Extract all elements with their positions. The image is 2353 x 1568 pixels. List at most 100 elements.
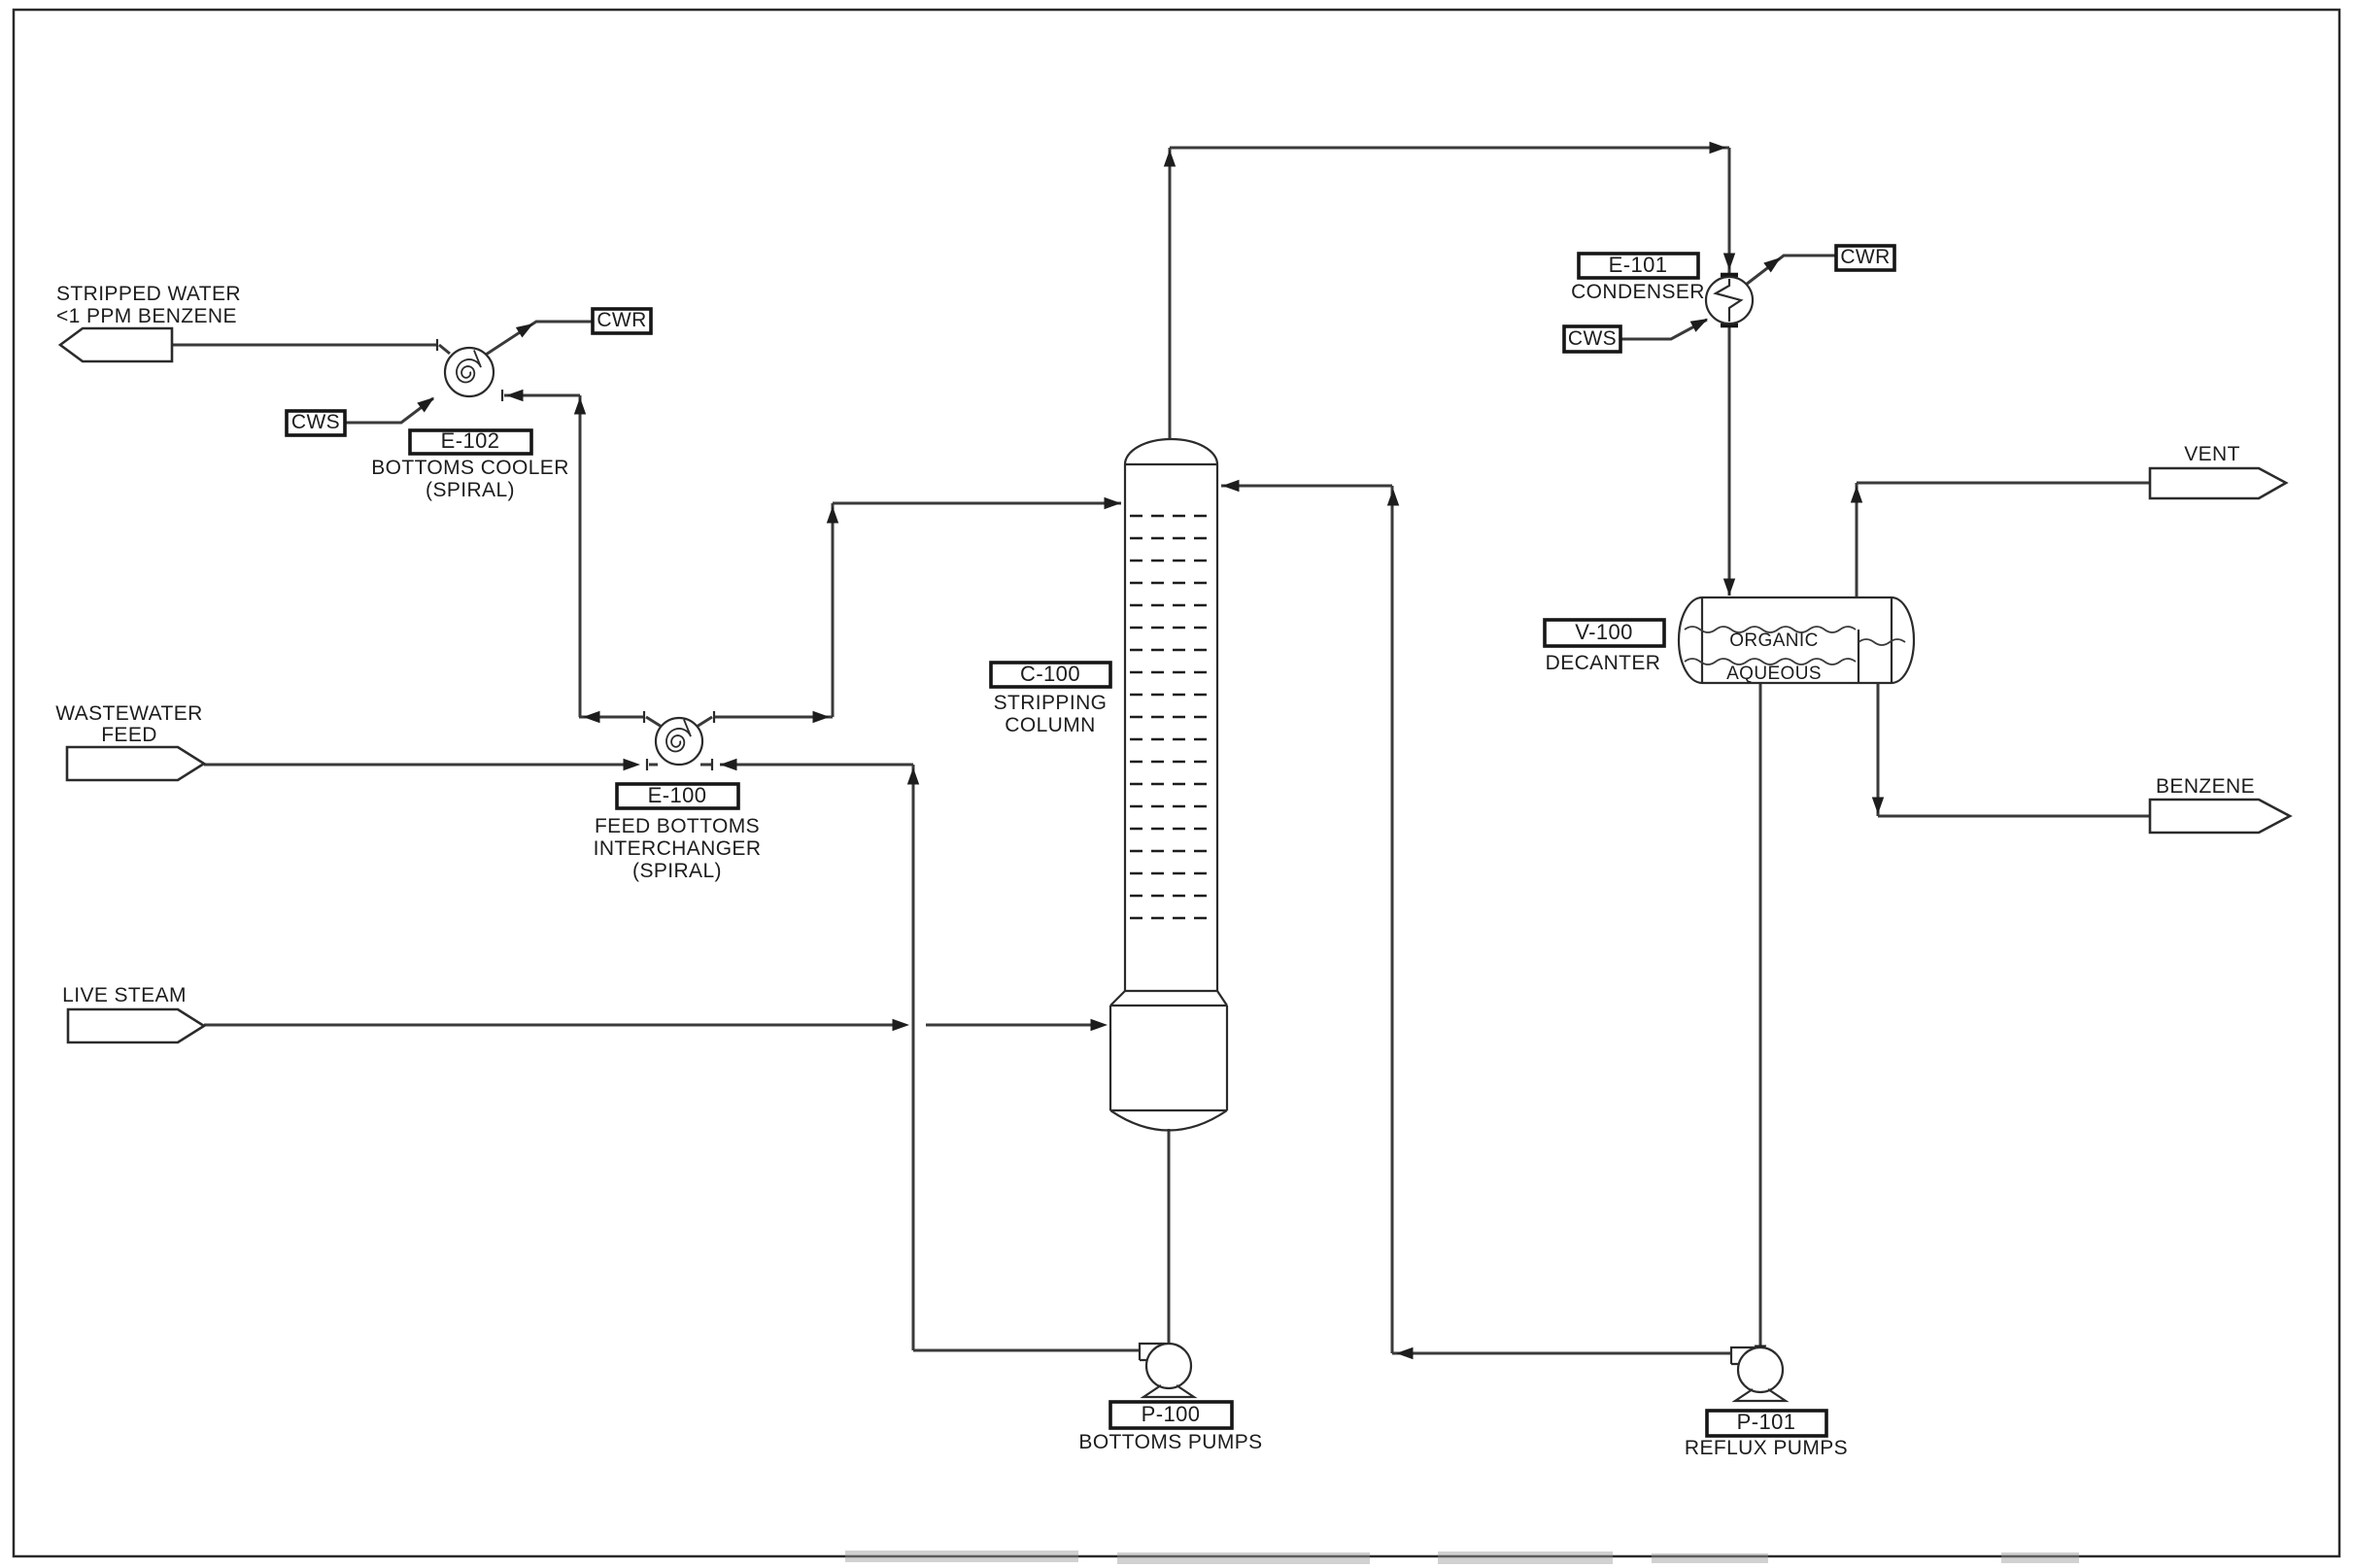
e102-cwr-box: [591, 307, 653, 335]
connection-ticks: [435, 272, 1738, 770]
arrowhead-icon: [1386, 489, 1400, 506]
arrowhead-icon: [583, 710, 600, 724]
spiral-exchanger-icon: [443, 346, 495, 398]
benzene-product-line: [1876, 683, 2150, 818]
organic-interface-line: [1684, 626, 1857, 633]
c100-name-2: COLUMN: [1005, 714, 1095, 736]
v100-tag: V-100: [1575, 620, 1633, 644]
wastewater-label-1: WASTEWATER: [55, 702, 202, 725]
pump-base: [1731, 1388, 1790, 1403]
live-steam-pointer: [66, 1007, 207, 1044]
arrowhead-icon: [1396, 1346, 1414, 1360]
aqueous-interface-line: [1684, 658, 1857, 665]
p100-bottoms-pumps: P-100 BOTTOMS PUMPS: [1078, 1342, 1262, 1453]
arrowhead-icon: [1871, 797, 1885, 814]
arrowhead-icon: [1090, 1018, 1108, 1032]
process-lines: [172, 146, 2150, 1360]
arrowhead-icon: [1709, 141, 1726, 154]
arrowhead-icon: [826, 506, 839, 524]
arrowhead-icon: [1722, 578, 1736, 596]
arrowhead-icon: [515, 318, 537, 338]
column-sump-dish: [1109, 1109, 1228, 1132]
e102-tag-box: [408, 428, 533, 456]
p101-name-1: REFLUX PUMPS: [1685, 1437, 1848, 1459]
e101-cws-box: [1562, 324, 1622, 354]
heated-feed-line: [696, 501, 1121, 729]
centrifugal-pump-icon: [1144, 1342, 1193, 1390]
arrowhead-icon: [1104, 496, 1121, 510]
benzene-pointer: [2148, 798, 2293, 835]
e101-tag: E-101: [1609, 253, 1668, 277]
wastewater-feed-pointer: [65, 745, 207, 782]
c100-stripping-column: C-100 STRIPPING COLUMN: [989, 437, 1229, 1132]
e100-name-2: INTERCHANGER: [594, 837, 762, 860]
reflux-line: [1221, 484, 1731, 1355]
arrowhead-icon: [623, 758, 640, 771]
arrowhead-icon: [812, 710, 830, 724]
p100-tag: P-100: [1142, 1402, 1201, 1426]
p100-tag-box: [1108, 1400, 1234, 1430]
e101-tag-box: [1577, 252, 1700, 280]
column-trays: [1130, 514, 1212, 920]
vent-line: [1855, 481, 2150, 597]
overflow-level-line: [1858, 638, 1906, 646]
scan-artifacts: [845, 1551, 2079, 1564]
v100-decanter: ORGANIC AQUEOUS V-100 DECANTER: [1543, 596, 1916, 685]
vent-pointer: [2148, 466, 2289, 500]
wastewater-label-2: FEED: [101, 724, 157, 746]
p101-tag-box: [1705, 1409, 1828, 1438]
e100-name-3: (SPIRAL): [632, 860, 722, 882]
e102-name-2: (SPIRAL): [426, 479, 515, 501]
e100-interchanger: E-100 FEED BOTTOMS INTERCHANGER (SPIRAL): [594, 716, 762, 882]
p100-name-1: BOTTOMS PUMPS: [1078, 1431, 1262, 1453]
stripped-water-line: [172, 343, 451, 356]
e101-name-1: CONDENSER: [1571, 281, 1705, 303]
column-dome: [1123, 437, 1219, 465]
v100-tag-box: [1543, 618, 1666, 648]
overhead-vapor-line: [1168, 146, 1731, 596]
p101-tag: P-101: [1737, 1410, 1796, 1434]
decanter-bottom-layer-label: AQUEOUS: [1726, 664, 1822, 684]
e101-cwr-line: [1745, 254, 1836, 287]
e101-cws-label: CWS: [1568, 327, 1617, 350]
e101-cwr-label: CWR: [1840, 246, 1890, 268]
centrifugal-pump-icon: [1736, 1346, 1785, 1394]
c100-name-1: STRIPPING: [994, 692, 1108, 714]
e102-cwr-label: CWR: [597, 309, 646, 331]
condenser-zigzag-icon: [1713, 279, 1744, 322]
e100-tag: E-100: [648, 783, 707, 807]
spiral-exchanger-icon: [654, 716, 704, 767]
pump-base: [1140, 1384, 1198, 1399]
live-steam-label: LIVE STEAM: [62, 984, 187, 1006]
c100-tag: C-100: [1020, 662, 1080, 686]
arrowhead-icon: [506, 389, 524, 402]
stripped-water-label-2: <1 PPM BENZENE: [56, 305, 237, 327]
bottoms-pump-discharge-line: [700, 763, 1140, 1352]
e102-cws-box: [285, 409, 347, 437]
e101-cwr-box: [1834, 244, 1896, 272]
page-border: [12, 8, 2341, 1558]
e100-name-1: FEED BOTTOMS: [595, 815, 760, 837]
arrowhead-icon: [892, 1018, 909, 1032]
c100-tag-box: [989, 661, 1112, 689]
stripped-water-label-1: STRIPPED WATER: [56, 283, 241, 305]
arrowhead-icon: [906, 767, 920, 785]
e100-tag-box: [615, 782, 740, 810]
v100-name-1: DECANTER: [1546, 652, 1661, 674]
p101-reflux-pumps: P-101 REFLUX PUMPS: [1685, 1346, 1848, 1459]
vent-label: VENT: [2184, 443, 2240, 465]
arrowhead-icon: [1722, 253, 1736, 270]
arrowhead-icon: [1222, 479, 1240, 493]
arrowhead-icon: [573, 397, 587, 415]
condenser-exchanger-icon: [1704, 275, 1755, 325]
arrowhead-icon: [1163, 150, 1176, 167]
e102-bottoms-cooler: CWS CWR E-102 BOTTOMS COOLER (SPIRAL): [285, 307, 653, 501]
arrowhead-icon: [1850, 486, 1863, 503]
arrowhead-icon: [1689, 313, 1711, 332]
e102-name-1: BOTTOMS COOLER: [371, 457, 569, 479]
arrowhead-icon: [720, 758, 737, 771]
stripped-water-pointer: [57, 326, 174, 363]
e102-cwr-line: [485, 320, 593, 357]
